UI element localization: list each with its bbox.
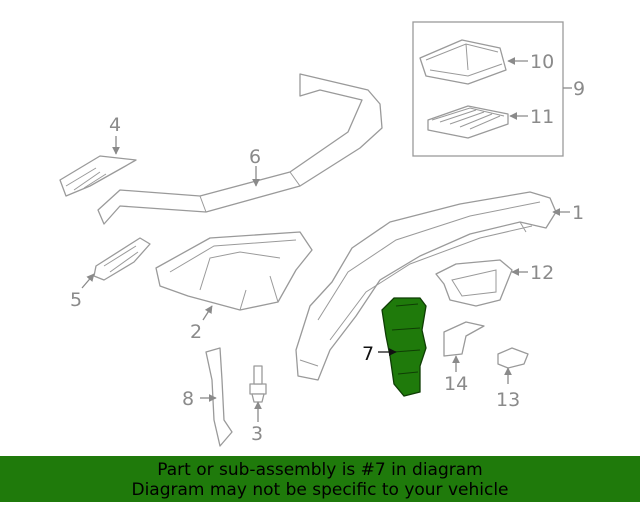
leader-2 [202, 305, 213, 321]
part-1-main-rail[interactable] [295, 191, 557, 381]
part-4-bracket[interactable] [59, 155, 137, 197]
part-10-housing[interactable] [419, 39, 507, 85]
callout-4[interactable]: 4 [109, 114, 121, 136]
part-11-filter[interactable] [427, 105, 509, 139]
part-5-bracket[interactable] [93, 237, 151, 281]
part-14-bracket[interactable] [443, 321, 485, 357]
part-8-strip[interactable] [205, 347, 233, 447]
callout-7[interactable]: 7 [362, 343, 374, 365]
callout-11[interactable]: 11 [530, 106, 554, 128]
info-banner: Part or sub-assembly is #7 in diagram Di… [0, 456, 640, 502]
callout-12[interactable]: 12 [530, 262, 554, 284]
part-3-bolt[interactable] [249, 365, 267, 403]
callout-6[interactable]: 6 [249, 146, 261, 168]
callout-14[interactable]: 14 [444, 373, 468, 395]
banner-line-1: Part or sub-assembly is #7 in diagram [157, 460, 483, 480]
part-6-rail[interactable] [97, 73, 383, 225]
part-7-highlighted[interactable] [381, 297, 427, 397]
callout-5[interactable]: 5 [70, 289, 82, 311]
part-2-panel[interactable] [155, 231, 313, 311]
parts-diagram: 1 2 3 4 5 6 7 8 9 10 11 12 13 14 [59, 21, 585, 447]
inset-box-9 [412, 21, 564, 157]
callout-13[interactable]: 13 [496, 389, 520, 411]
leader-5 [81, 273, 95, 289]
part-12-bracket[interactable] [435, 259, 513, 307]
part-13-clip[interactable] [497, 347, 529, 369]
callout-10[interactable]: 10 [530, 51, 554, 73]
callout-3[interactable]: 3 [251, 423, 263, 445]
callout-2[interactable]: 2 [190, 321, 202, 343]
banner-line-2: Diagram may not be specific to your vehi… [131, 480, 509, 500]
callout-1[interactable]: 1 [572, 202, 584, 224]
callout-8[interactable]: 8 [182, 388, 194, 410]
callout-9[interactable]: 9 [573, 78, 585, 100]
